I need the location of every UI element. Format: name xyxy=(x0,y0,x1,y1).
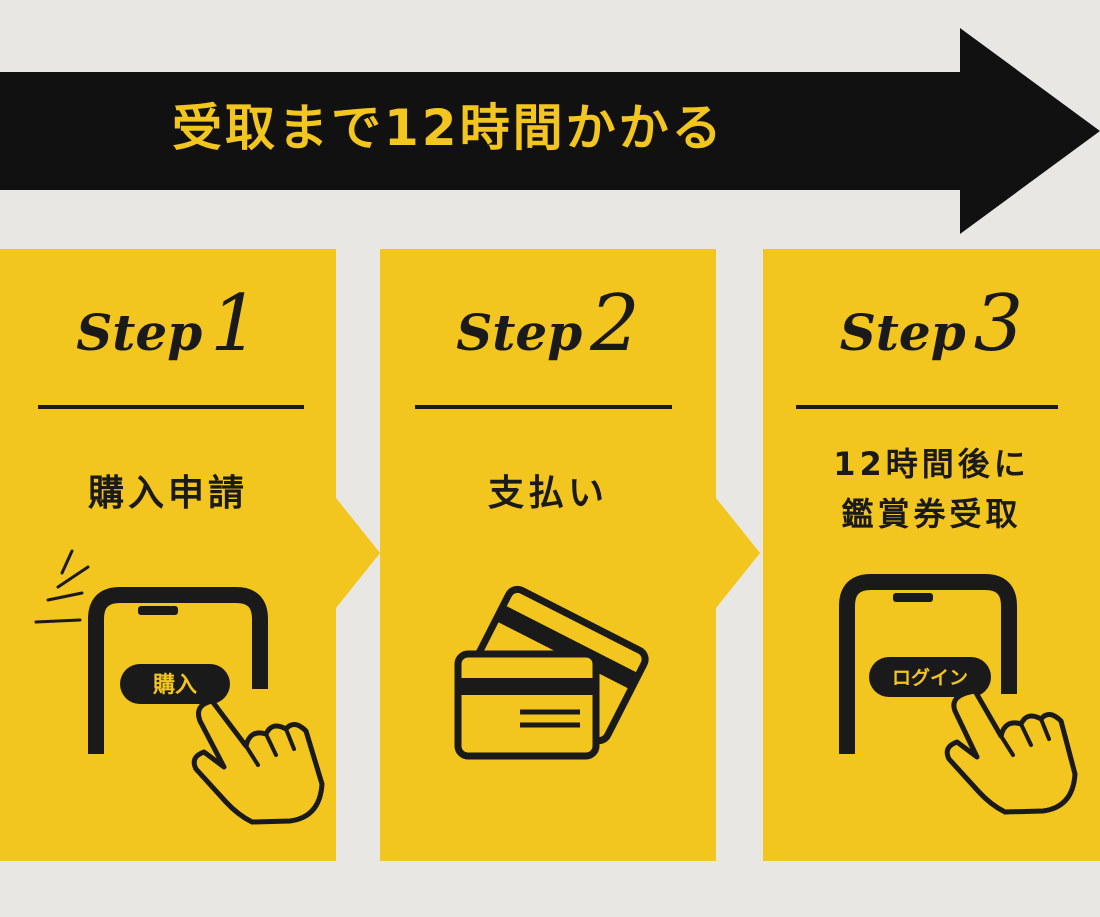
step-connector-chevron xyxy=(716,498,760,608)
arrow-title: 受取まで12時間かかる xyxy=(172,99,725,157)
step-label: 購入申請 xyxy=(0,471,336,517)
step-number: 2 xyxy=(590,279,640,369)
step-word: Step xyxy=(76,303,203,362)
step-word: Step xyxy=(456,303,583,362)
step-word: Step xyxy=(839,303,966,362)
step-label: 12時間後に 鑑賞券受取 xyxy=(763,439,1100,539)
login-button-label: ログイン xyxy=(892,666,968,689)
step-label: 支払い xyxy=(380,471,716,517)
divider xyxy=(796,405,1058,409)
step-label-line: 12時間後に xyxy=(833,445,1030,483)
step-label-line: 支払い xyxy=(487,473,608,514)
credit-cards-icon xyxy=(454,585,649,760)
step-number: 1 xyxy=(210,279,260,369)
smartphone-tap-icon: ログイン xyxy=(839,574,1078,815)
timeline-arrow xyxy=(0,28,1100,234)
divider xyxy=(415,405,672,409)
step-connector-chevron xyxy=(336,498,380,608)
purchase-button xyxy=(120,664,230,704)
login-button xyxy=(869,657,991,697)
divider xyxy=(38,405,304,409)
smartphone-tap-icon: 購入 xyxy=(34,549,325,825)
step-label-line: 鑑賞券受取 xyxy=(841,495,1022,533)
step-number: 3 xyxy=(973,279,1024,369)
step-label-line: 購入申請 xyxy=(87,473,248,514)
purchase-button-label: 購入 xyxy=(153,673,197,698)
attention-lines-icon xyxy=(34,549,90,624)
